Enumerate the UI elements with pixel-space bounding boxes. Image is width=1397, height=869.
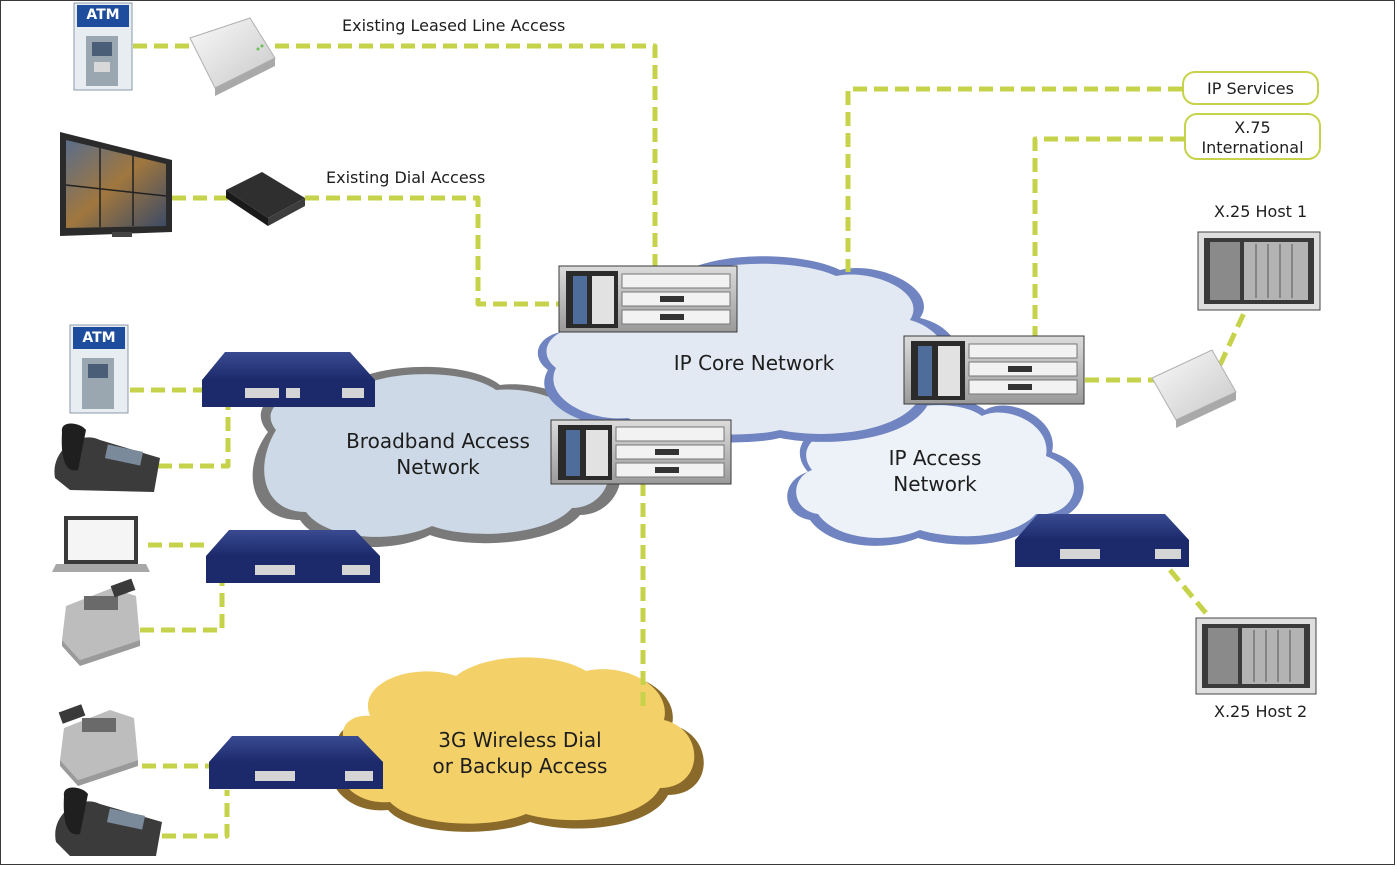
laptop-icon — [52, 516, 150, 572]
link-phone-broadband — [158, 405, 231, 469]
x25-host-2-icon — [1195, 617, 1317, 695]
dial-modem-icon — [226, 172, 305, 226]
ip-access-label-line1: IP Access — [888, 446, 982, 470]
link-x75 — [1032, 136, 1184, 340]
ip-phone-icon — [54, 423, 160, 492]
wireless-label-line1: 3G Wireless Dial — [438, 728, 602, 752]
modem-icon — [189, 17, 276, 96]
broadband-label-line2: Network — [396, 455, 480, 479]
link-access-router-to-host2 — [1168, 568, 1212, 620]
atm-icon: ATM — [73, 2, 133, 91]
x25-host-1-label: X.25 Host 1 — [1214, 202, 1308, 221]
ip-core-label: IP Core Network — [673, 351, 835, 375]
access-router-laptop — [206, 530, 380, 583]
link-dial-access — [172, 195, 560, 307]
link-phone-wireless — [162, 790, 230, 839]
ip-phone-icon-2 — [55, 787, 162, 856]
video-monitor-icon — [60, 132, 172, 237]
access-router-wireless — [209, 736, 383, 789]
core-switch-bottom — [550, 419, 732, 485]
broadband-cloud — [252, 366, 621, 547]
x25-host-1-icon — [1197, 231, 1321, 311]
leased-line-label: Existing Leased Line Access — [342, 16, 566, 35]
cash-register-icon — [62, 578, 140, 666]
ip-services-label: IP Services — [1207, 79, 1294, 98]
access-router-ip-access — [1015, 514, 1189, 567]
link-register-router — [140, 582, 225, 633]
link-ip-services — [845, 86, 1182, 272]
broadband-label: Broadband Access Network — [338, 428, 538, 480]
x75-pill: X.75 International — [1184, 113, 1321, 160]
atm-sign-text: ATM — [86, 7, 119, 23]
link-leased-line — [133, 43, 658, 272]
atm-sign-text-2: ATM — [82, 330, 115, 346]
ip-access-label-line2: Network — [893, 472, 977, 496]
core-switch-right — [903, 335, 1085, 405]
wireless-label-line2: or Backup Access — [432, 754, 608, 778]
access-router-broadband — [202, 352, 375, 407]
atm-icon-2: ATM — [69, 324, 129, 414]
ip-access-label: IP Access Network — [865, 445, 1005, 497]
x25-host-2-label: X.25 Host 2 — [1214, 702, 1308, 721]
connection-links — [130, 43, 1253, 839]
dial-access-label: Existing Dial Access — [326, 168, 486, 187]
core-switch-top — [558, 265, 738, 333]
link-modem-to-host1 — [1217, 298, 1253, 367]
x75-label-line1: X.75 — [1234, 118, 1271, 137]
wireless-cloud — [330, 657, 704, 832]
modem-right-icon — [1151, 349, 1237, 428]
ip-services-pill: IP Services — [1182, 71, 1319, 105]
x75-label-line2: International — [1201, 138, 1304, 157]
wireless-label: 3G Wireless Dial or Backup Access — [420, 727, 620, 779]
cash-register-icon-2 — [58, 704, 138, 786]
broadband-label-line1: Broadband Access — [346, 429, 530, 453]
